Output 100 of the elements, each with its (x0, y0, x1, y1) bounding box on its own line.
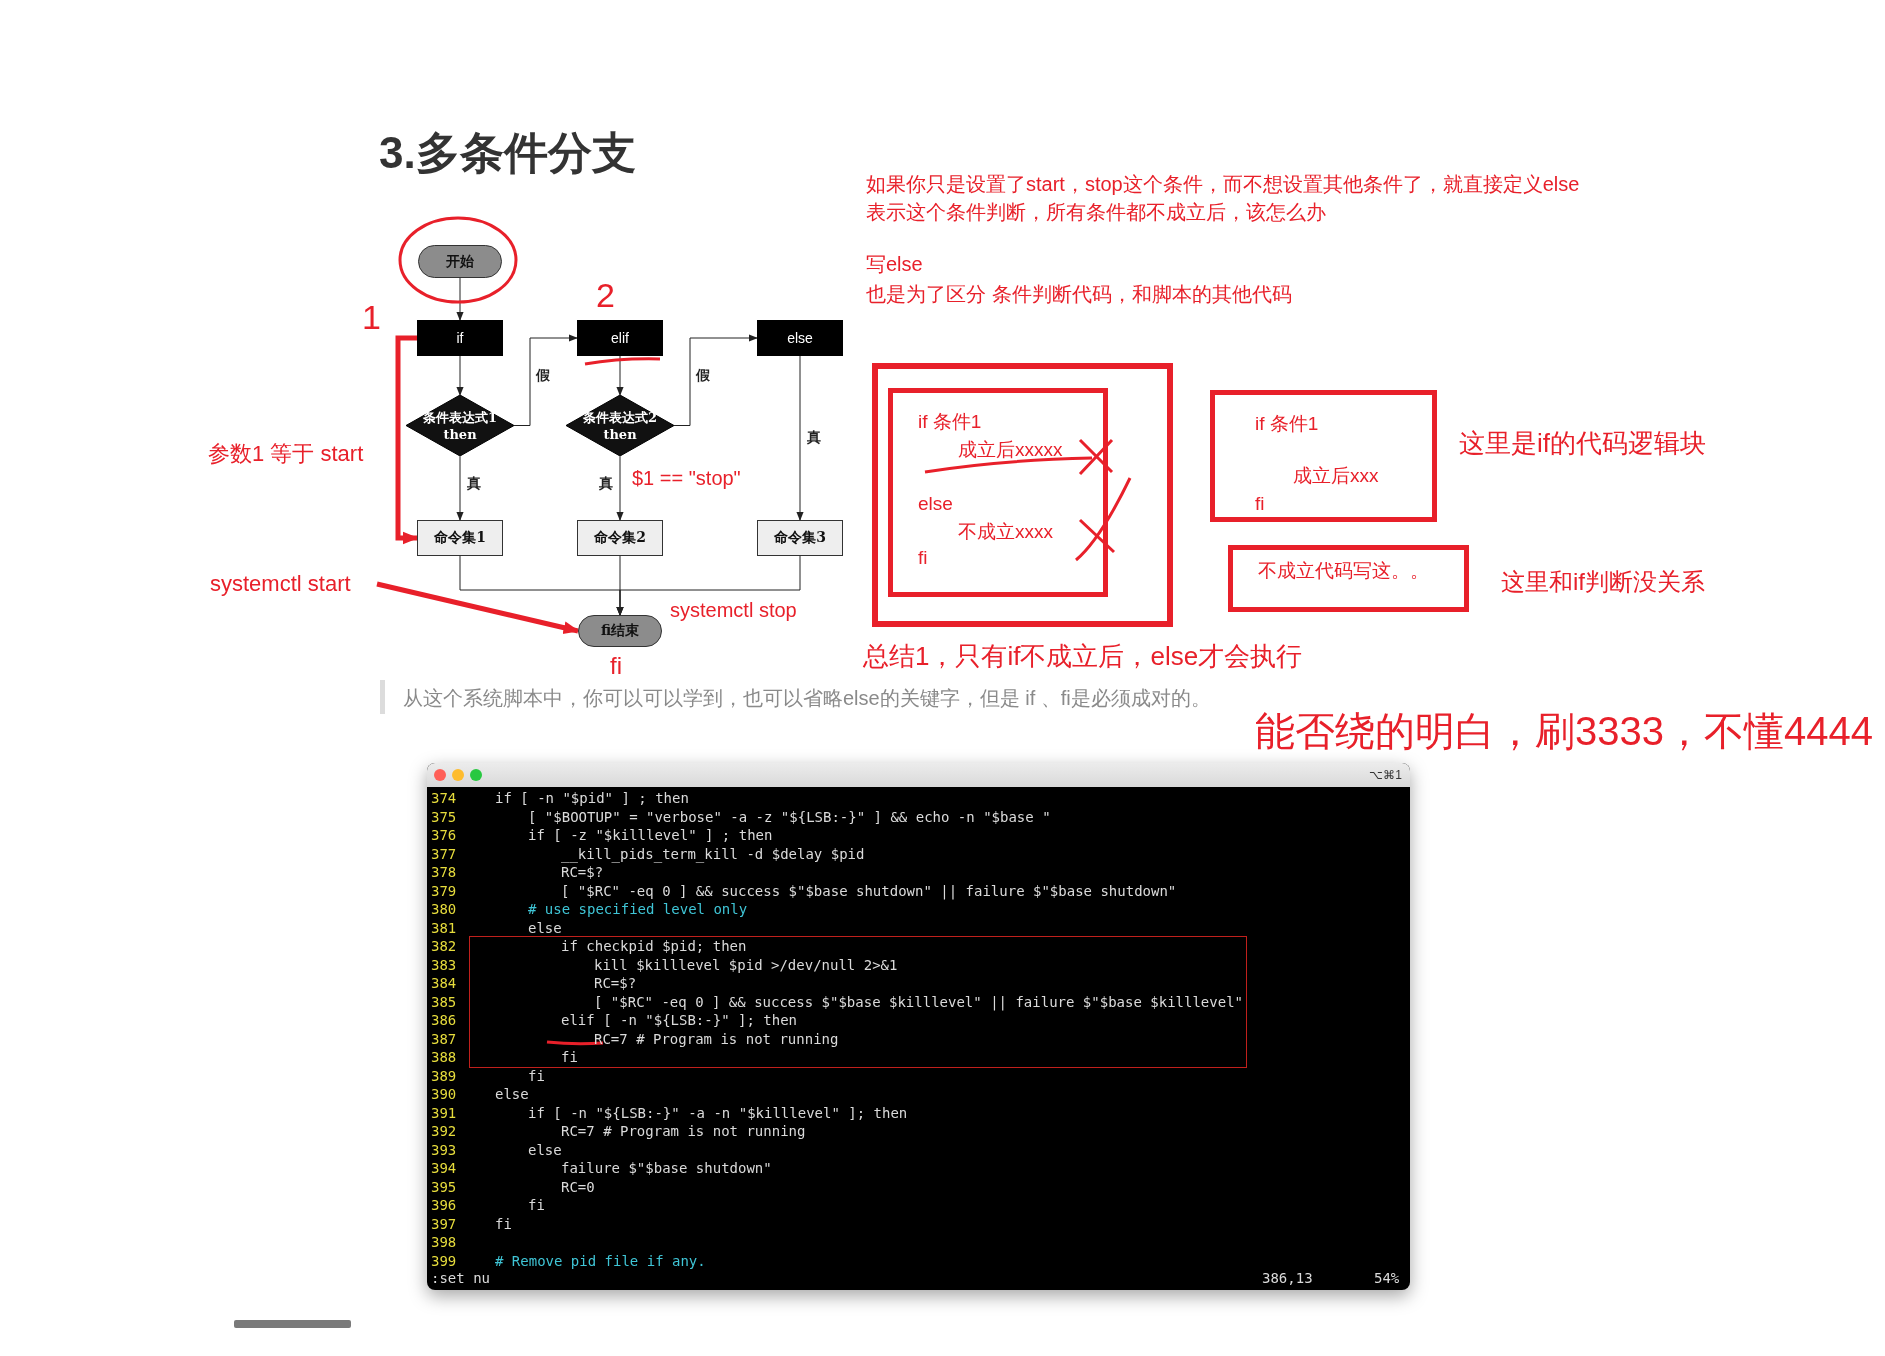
note-text: 表示这个条件判断，所有条件都不成立后，该怎么办 (866, 200, 1326, 225)
line-number: 374 (431, 789, 457, 807)
arrow (513, 334, 578, 426)
arrow (673, 334, 758, 426)
code-line: RC=$? (561, 863, 604, 881)
note-text: 如果你只是设置了start，stop这个条件，而不想设置其他条件了，就直接定义else (866, 172, 1580, 197)
process-box: 命令集3 (757, 520, 843, 556)
line-number: 394 (431, 1159, 457, 1177)
arrow (616, 455, 624, 521)
note-text: 写else (866, 252, 923, 277)
note-text: 也是为了区分 条件判断代码，和脚本的其他代码 (866, 282, 1292, 307)
line-number: 389 (431, 1066, 457, 1085)
code-line: elif [ -n "${LSB:-}" ]; then (561, 1011, 797, 1029)
decision-diamond: 条件表达式1 then (406, 395, 514, 456)
code-line: [ "$BOOTUP" = "verbose" -a -z "${LSB:-}" ] && echo -n "$base " (528, 807, 1051, 826)
code-line: if [ -z "$killlevel" ] ; then (528, 826, 773, 844)
code-line: else (495, 1085, 529, 1103)
edge-label: 真 (598, 474, 614, 492)
status-text: :set nu (431, 1269, 490, 1287)
emphasis-text: 能否绕的明白，刷3333，不懂4444 (1255, 708, 1873, 755)
heading: 3.多条件分支 (379, 127, 636, 179)
code-text: fi (918, 547, 928, 569)
line-number: 395 (431, 1177, 457, 1196)
line-number: 381 (431, 918, 457, 937)
handwritten-number: 1 (362, 297, 381, 338)
edge-label: 真 (466, 474, 482, 492)
code-text: 不成立代码写这。。 (1258, 560, 1429, 582)
code-frame (1210, 390, 1437, 522)
line-number: 393 (431, 1140, 457, 1159)
keyword-box: else (757, 320, 843, 356)
code-text: 成立后xxxxx (958, 439, 1063, 461)
code-text: 不成立xxxx (958, 521, 1053, 543)
line-number: 398 (431, 1233, 457, 1251)
line-number: 380 (431, 900, 457, 918)
arrow (376, 581, 580, 634)
code-line: fi (528, 1066, 545, 1085)
code-line: __kill_pids_term_kill -d $delay $pid (561, 844, 865, 863)
edge-label: 假 (695, 366, 711, 384)
annotation-text: systemctl start (210, 570, 375, 598)
arrow (456, 277, 464, 321)
line-number: 386 (431, 1011, 457, 1029)
code-line: [ "$RC" -eq 0 ] && success $"$base $killlevel" || failure $"$base $killlevel" (594, 992, 1243, 1011)
code-line: RC=0 (561, 1177, 595, 1196)
code-line: if checkpid $pid; then (561, 937, 747, 955)
code-frame (1228, 545, 1469, 612)
code-line: else (528, 918, 562, 937)
process-box: 命令集1 (417, 520, 503, 556)
cursor-position: 386,13 (1262, 1269, 1313, 1287)
annotation-text: 参数1 等于 start (208, 440, 364, 468)
code-line: else (528, 1140, 562, 1159)
edge-label: 真 (806, 428, 822, 446)
line-number: 392 (431, 1122, 457, 1140)
line-number: 378 (431, 863, 457, 881)
keyword-box: if (417, 320, 503, 356)
arrow (616, 555, 801, 616)
outline-frame (872, 363, 1173, 627)
process-box: 命令集2 (577, 520, 663, 556)
code-text: if 条件1 (918, 411, 982, 433)
side-note: fi (610, 652, 622, 680)
line-number: 399 (431, 1251, 457, 1270)
handwritten-number: 2 (596, 275, 615, 316)
line-number: 379 (431, 881, 457, 900)
line-number: 383 (431, 955, 457, 974)
line-number: 396 (431, 1196, 457, 1214)
annotation-text: $1 == "stop" (632, 466, 741, 491)
arrow (616, 355, 624, 396)
code-text: else (918, 493, 953, 515)
line-number: 382 (431, 937, 457, 955)
code-line: failure $"$base shutdown" (561, 1159, 772, 1177)
code-text: if 条件1 (1255, 413, 1319, 435)
arrow (456, 355, 464, 396)
line-number: 391 (431, 1103, 457, 1122)
code-line: fi (495, 1214, 512, 1233)
shortcut-text: ⌥⌘1 (1369, 768, 1402, 782)
code-frame (888, 388, 1108, 597)
code-line: RC=7 # Program is not running (594, 1029, 839, 1048)
line-number: 377 (431, 844, 457, 863)
edge-label: 假 (535, 366, 551, 384)
line-number: 390 (431, 1085, 457, 1103)
side-note: 这里和if判断没关系 (1501, 567, 1705, 597)
line-number: 375 (431, 807, 457, 826)
code-line: [ "$RC" -eq 0 ] && success $"$base shutdown" || failure $"$base shutdown" (561, 881, 1177, 900)
code-line: if [ -n "$pid" ] ; then (495, 789, 689, 807)
code-line: # use specified level only (528, 900, 748, 918)
code-line: kill $killlevel $pid >/dev/null 2>&1 (594, 955, 898, 974)
quote-text: 从这个系统脚本中，你可以可以学到，也可以省略else的关键字，但是 if 、fi是必须成对的。 (403, 686, 1211, 711)
keyword-box: elif (577, 320, 663, 356)
summary-text: 总结1，只有if不成立后，else才会执行 (863, 640, 1303, 673)
code-text: fi (1255, 493, 1265, 515)
arrow (456, 455, 464, 521)
code-line: # Remove pid file if any. (495, 1251, 706, 1270)
scroll-percent: 54% (1374, 1269, 1400, 1287)
decision-diamond: 条件表达式2 then (566, 395, 674, 456)
line-number: 384 (431, 974, 457, 992)
annotation-text: systemctl stop (670, 598, 797, 623)
code-line: fi (561, 1048, 578, 1066)
code-line: fi (528, 1196, 545, 1214)
line-number: 388 (431, 1048, 457, 1066)
line-number: 385 (431, 992, 457, 1011)
code-line: RC=7 # Program is not running (561, 1122, 806, 1140)
